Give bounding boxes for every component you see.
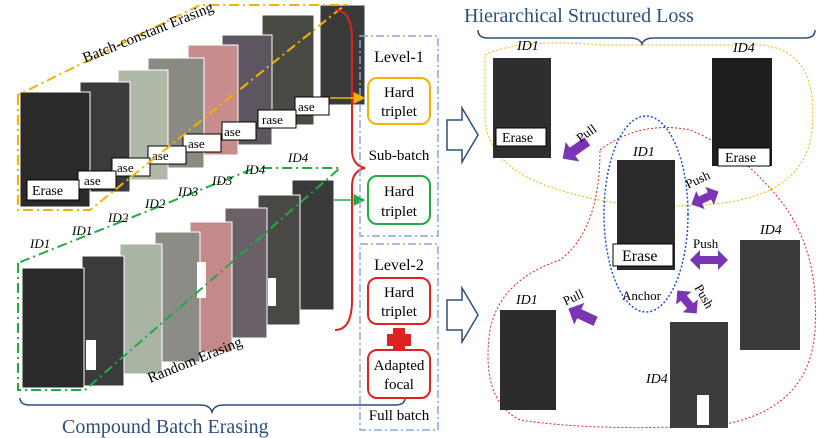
hard-triplet-2-b: triplet	[381, 204, 418, 220]
right-id1-anchor: ID1	[632, 145, 655, 160]
level1-box	[359, 35, 439, 237]
compound-title: Compound Batch Erasing	[62, 416, 269, 438]
left-id3-a: ID3	[177, 184, 199, 199]
photo-id4-right	[740, 240, 800, 350]
erase-label-top-5: ase	[188, 136, 205, 151]
hard-triplet-1-box	[367, 77, 431, 125]
left-id1-a: ID1	[29, 236, 50, 251]
level2-region	[487, 127, 817, 429]
sub-batch-label: Sub-batch	[369, 148, 430, 164]
pull-label-top: Pull	[573, 121, 599, 146]
hard-triplet-1-b: triplet	[381, 104, 418, 120]
right-id1-bottom: ID1	[515, 293, 538, 308]
plus-icon	[387, 328, 411, 352]
red-brace	[334, 9, 366, 331]
hierarchical-brace	[477, 29, 816, 47]
compound-brace	[19, 397, 406, 415]
hard-triplet-3-box	[367, 277, 431, 325]
pull-arrow-bottom	[568, 302, 598, 326]
left-id2-b: ID2	[144, 196, 166, 211]
erase-label-top-8: ase	[298, 99, 315, 114]
adapted-focal-a: Adapted	[374, 358, 425, 374]
left-id3-b: ID3	[211, 173, 233, 188]
push-arrow-right	[690, 250, 728, 270]
bottom-photo-stack	[21, 179, 335, 389]
erase-box-top-left	[495, 127, 547, 147]
hard-triplet-3-b: triplet	[381, 304, 418, 320]
level2-box	[359, 243, 439, 431]
erase-label-top-3: ase	[117, 160, 134, 175]
erase-label-top-6: ase	[224, 124, 241, 139]
erase-box-anchor	[612, 243, 674, 267]
level1-label: Level-1	[374, 49, 424, 66]
erase-text-anchor: Erase	[622, 248, 658, 265]
push-arrow-top	[691, 186, 719, 210]
erase-label-top-1: Erase	[32, 184, 63, 199]
hollow-arrow-top	[446, 105, 479, 165]
hollow-arrow-bottom	[446, 285, 479, 345]
left-id1-b: ID1	[71, 223, 92, 238]
left-id4-a: ID4	[244, 162, 266, 177]
hard-triplet-2-a: Hard	[384, 184, 414, 200]
left-id4-b: ID4	[287, 150, 309, 165]
hierarchical-title: Hierarchical Structured Loss	[464, 5, 694, 27]
push-label-top: Push	[683, 167, 713, 191]
hard-triplet-3-a: Hard	[384, 285, 414, 301]
adapted-focal-box	[367, 349, 431, 399]
top-erase-boxes	[26, 96, 330, 201]
pull-arrow-top	[562, 137, 591, 162]
level2-label: Level-2	[374, 257, 424, 274]
anchor-ellipse	[603, 115, 689, 313]
adapted-focal-b: focal	[384, 377, 414, 393]
right-id4-mid: ID4	[759, 223, 782, 238]
hard-triplet-2-box	[367, 175, 431, 225]
push-label-right: Push	[693, 236, 719, 251]
random-erase-patch	[697, 395, 709, 425]
hard-triplet-1-a: Hard	[384, 85, 414, 101]
right-id4-bottom: ID4	[645, 372, 668, 387]
push-arrow-bottom	[676, 290, 698, 314]
erase-text-top-left: Erase	[502, 131, 533, 146]
right-id1-top: ID1	[516, 39, 539, 54]
full-batch-label: Full batch	[369, 408, 430, 424]
erase-text-top-right: Erase	[725, 151, 756, 166]
left-id2-a: ID2	[107, 210, 129, 225]
erase-label-top-2: ase	[84, 173, 101, 188]
erase-box-top-right	[717, 147, 771, 167]
erase-label-top-4: ase	[152, 148, 169, 163]
random-erasing-region	[17, 167, 343, 391]
erase-label-top-7: rase	[262, 112, 283, 127]
batch-constant-region	[17, 4, 348, 211]
right-id4-top: ID4	[732, 41, 755, 56]
photo-id1-bottom	[500, 310, 556, 410]
anchor-label: Anchor	[622, 288, 662, 303]
